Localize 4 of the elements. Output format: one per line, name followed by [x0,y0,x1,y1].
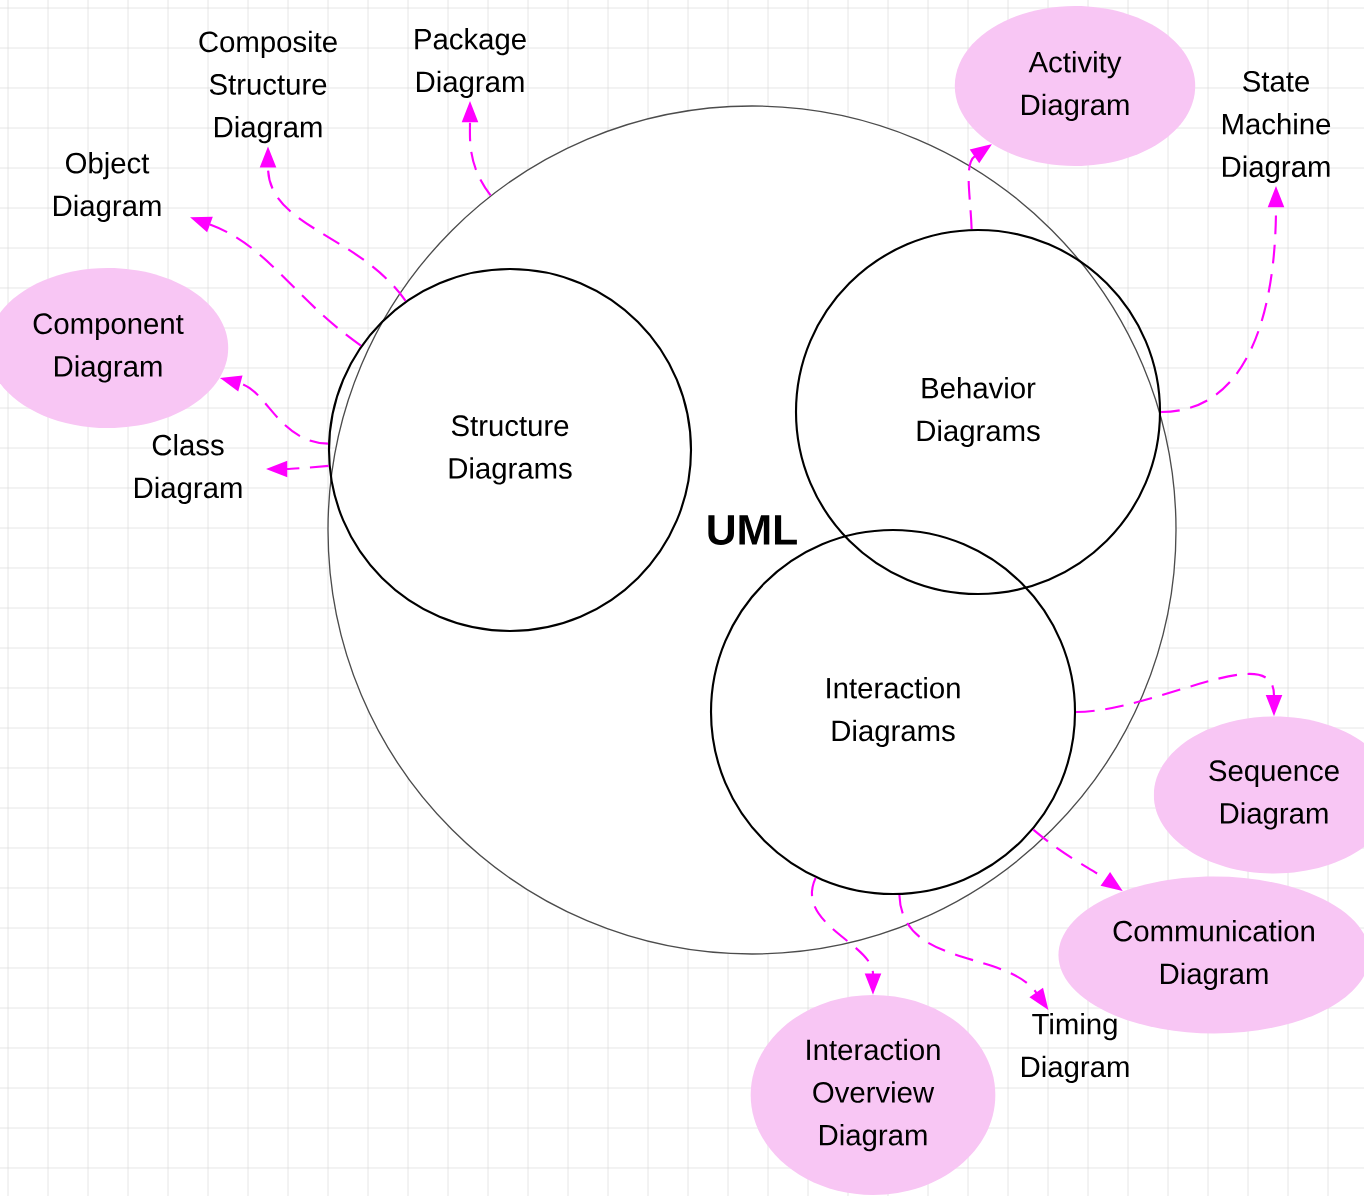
diagram-label: Object Diagram [54,152,161,222]
diagram-label: State Machine Diagram [1222,71,1331,183]
diagram-label: Package Diagram [415,28,526,98]
diagram-label: Class Diagram [135,434,242,504]
